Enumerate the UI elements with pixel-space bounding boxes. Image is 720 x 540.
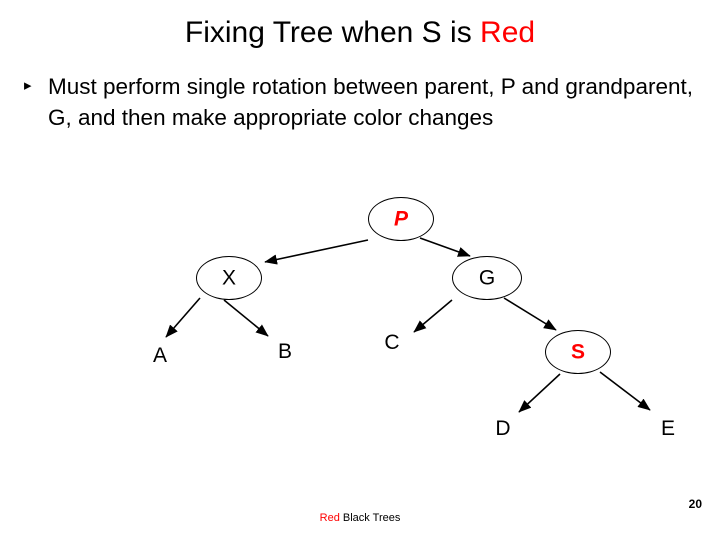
node-d-label: D [495, 417, 511, 440]
footer-black-text: Black Trees [339, 512, 401, 524]
edge-g-s [503, 297, 557, 331]
edge-p-g [419, 237, 471, 257]
node-p-label: P [393, 207, 408, 231]
node-x: X [196, 256, 262, 300]
edge-x-b [223, 299, 269, 337]
node-c: C [372, 332, 412, 358]
node-g: G [452, 256, 522, 300]
bullet-block: ▸ Must perform single rotation between p… [24, 72, 704, 134]
node-e: E [648, 418, 688, 444]
node-g-label: G [478, 266, 496, 290]
node-e-label: E [660, 417, 675, 440]
footer: Red Black Trees [0, 512, 720, 524]
bullet-text: Must perform single rotation between par… [48, 74, 693, 130]
page-title: Fixing Tree when S is Red [0, 16, 720, 50]
bullet-marker-icon: ▸ [24, 77, 32, 94]
node-a: A [140, 345, 180, 371]
edge-s-e [599, 371, 651, 411]
title-prefix: Fixing Tree when S is [184, 16, 481, 49]
node-a-label: A [152, 344, 167, 367]
edge-p-x [264, 239, 369, 265]
node-d: D [483, 418, 523, 444]
node-b-label: B [277, 340, 292, 363]
node-s-label: S [570, 340, 585, 364]
edge-x-a [165, 297, 201, 338]
node-p: P [368, 197, 434, 241]
node-s: S [545, 330, 611, 374]
edge-s-d [518, 373, 561, 413]
edge-g-c [413, 299, 453, 333]
node-c-label: C [384, 331, 400, 354]
node-x-label: X [221, 266, 236, 290]
page-number: 20 [688, 497, 702, 511]
footer-red-text: Red [319, 512, 340, 524]
title-accent: Red [480, 16, 536, 49]
node-b: B [265, 341, 305, 367]
